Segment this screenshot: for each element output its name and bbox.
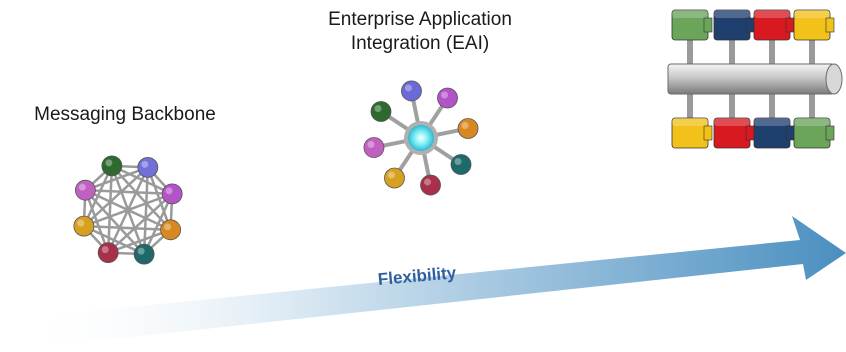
service-block-highlight xyxy=(794,10,830,18)
eai-node-highlight xyxy=(367,141,375,149)
eai-node xyxy=(370,101,392,122)
eai-node-highlight xyxy=(461,121,469,129)
hub-node xyxy=(408,125,434,151)
eai-node-highlight xyxy=(374,104,382,112)
eai-node xyxy=(450,154,472,175)
bus-connector xyxy=(809,40,815,68)
eai-node-highlight xyxy=(454,158,462,166)
bus-pipe-end xyxy=(825,63,843,95)
mesh-link xyxy=(107,228,172,254)
service-block-highlight xyxy=(714,10,750,18)
eai-node xyxy=(457,118,479,139)
service-block-highlight xyxy=(754,118,790,126)
eai-node-highlight xyxy=(404,84,412,92)
mesh-node-highlight xyxy=(137,247,145,255)
mesh-node xyxy=(133,243,155,265)
eai-node xyxy=(401,80,422,102)
mesh-node xyxy=(160,219,182,241)
mesh-node-highlight xyxy=(101,246,109,254)
mesh-node xyxy=(97,242,119,264)
eai-node-highlight xyxy=(424,178,432,186)
bus-connector xyxy=(687,92,693,118)
mesh-node xyxy=(73,215,95,237)
bus-connector xyxy=(809,92,815,118)
eai-node xyxy=(420,174,441,196)
mesh-node xyxy=(101,155,123,177)
service-block-highlight xyxy=(754,10,790,18)
mesh-node xyxy=(137,156,159,178)
mesh-link xyxy=(83,224,145,256)
bus-pipe xyxy=(667,63,835,95)
bus-connector xyxy=(769,40,775,68)
eai-node xyxy=(437,87,458,109)
service-block-highlight xyxy=(794,118,830,126)
messaging-backbone-label: Messaging Backbone xyxy=(34,104,216,125)
bus-connector xyxy=(729,92,735,118)
service-block-notch xyxy=(703,125,713,141)
service-block-notch xyxy=(825,17,835,33)
service-bus xyxy=(667,9,843,149)
eai-node-highlight xyxy=(441,91,449,99)
eai-hub-and-spoke xyxy=(363,80,479,196)
mesh-node-highlight xyxy=(105,159,113,167)
mesh-node-highlight xyxy=(77,219,85,227)
mesh-link xyxy=(84,166,149,192)
mesh-link xyxy=(84,189,172,231)
mesh-node-highlight xyxy=(141,160,149,168)
mesh-link xyxy=(84,189,110,254)
mesh-node-highlight xyxy=(165,187,173,195)
mesh-node xyxy=(74,179,96,201)
service-block-notch xyxy=(825,125,835,141)
service-block-highlight xyxy=(714,118,750,126)
messaging-backbone-mesh xyxy=(73,155,183,265)
service-block-highlight xyxy=(672,118,708,126)
eai-node xyxy=(384,167,405,189)
mesh-link xyxy=(84,189,146,255)
service-block-notch xyxy=(785,17,795,33)
eai-node xyxy=(363,137,385,158)
eai-label: Enterprise Application Integration (EAI) xyxy=(270,8,570,56)
service-block-notch xyxy=(745,125,755,141)
bus-connector xyxy=(687,40,693,68)
mesh-node xyxy=(161,183,183,205)
service-block-highlight xyxy=(672,10,708,18)
service-block-notch xyxy=(745,17,755,33)
service-block-notch xyxy=(785,125,795,141)
mesh-node-highlight xyxy=(164,223,172,231)
bus-connector xyxy=(729,40,735,68)
eai-node-highlight xyxy=(387,171,395,179)
mesh-link xyxy=(85,188,173,196)
service-block-notch xyxy=(703,17,713,33)
mesh-node-highlight xyxy=(78,183,86,191)
flexibility-arrow xyxy=(20,216,846,348)
eai-label-line2: Integration (EAI) xyxy=(350,33,490,54)
bus-connector xyxy=(769,92,775,118)
eai-label-line1: Enterprise Application xyxy=(328,9,512,30)
